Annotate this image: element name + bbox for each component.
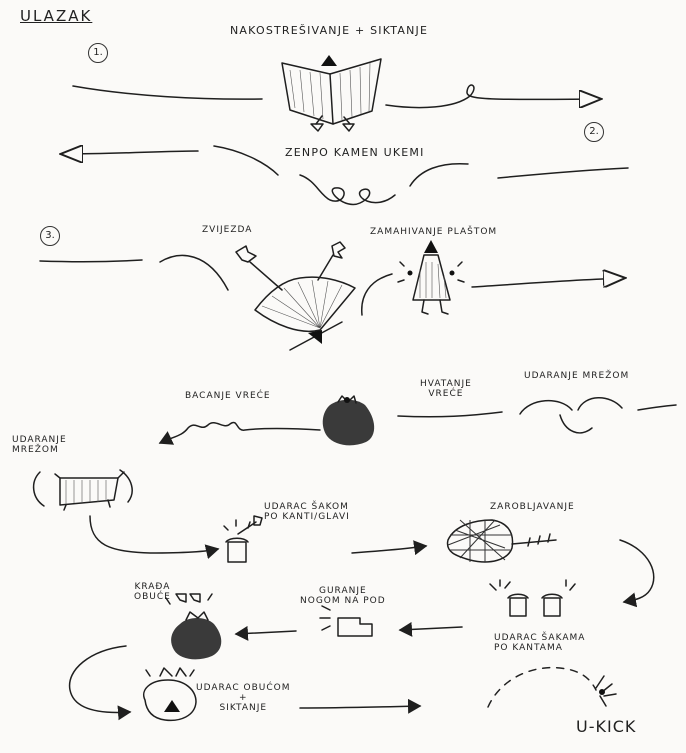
label-zvijezda: ZVIJEZDA (202, 225, 253, 235)
label-udarac-sakom: UDARAC ŠAKOM PO KANTI/GLAVI (264, 502, 350, 522)
label-zenpo: ZENPO KAMEN UKEMI (285, 146, 425, 159)
capture-net (446, 519, 557, 563)
sack-1 (322, 395, 375, 446)
page-title: ULAZAK (20, 7, 93, 25)
label-nakostresivanje: NAKOSTREŠIVANJE + SIKTANJE (230, 24, 429, 37)
step-number-1: 1. (88, 43, 108, 63)
shoe-hit (143, 667, 197, 722)
bucket-1 (223, 515, 263, 563)
label-udarac-obucom: UDARAC OBUĆOM + SIKTANJE (196, 683, 291, 713)
net-swing-1 (519, 397, 623, 434)
row3-line-b (159, 254, 229, 291)
row4-line-end (637, 404, 677, 411)
arrow-tub-to-bucket (89, 515, 220, 560)
label-krada: KRAĐA OBUĆE (134, 582, 171, 602)
label-hvatanje: HVATANJE VREĆE (420, 379, 472, 399)
row3-line-a (39, 259, 143, 263)
label-udaranje-left: UDARANJE MREŽOM (12, 435, 67, 455)
label-guranje: GURANJE NOGOM NA POD (300, 586, 386, 606)
label-bacanje: BACANJE VREĆE (185, 391, 271, 401)
label-udaranje-top: UDARANJE MREŽOM (524, 371, 630, 381)
row2-loops (299, 174, 396, 206)
row2-line-a (213, 145, 279, 176)
arrow-buckets-to-kick (398, 621, 463, 637)
arrow-shoe-to-ukick (299, 698, 422, 714)
step-number-3: 3. (40, 226, 60, 246)
sack-2 (165, 593, 222, 660)
label-zamahivanje: ZAMAHIVANJE PLAŠTOM (370, 227, 498, 237)
two-buckets (489, 579, 576, 617)
cloak-figure (397, 240, 465, 315)
push-floor (319, 605, 373, 637)
foot-figure (595, 675, 617, 707)
row2-line-b (409, 162, 469, 187)
arrow-push-to-sack (234, 625, 297, 641)
row2-line-c (497, 167, 629, 179)
arrow-curve-right (619, 539, 655, 608)
arrow-bucket-to-net (351, 540, 428, 556)
arrow-sack-to-shoe (68, 645, 132, 721)
label-ukick: U-KICK (576, 717, 637, 736)
fan-creature-1 (281, 55, 382, 132)
net-tub (32, 469, 133, 511)
row4-line-right (397, 411, 503, 418)
row4-arrow-left (158, 421, 321, 445)
ukick-trajectory (487, 666, 597, 708)
step-number-2: 2. (584, 122, 604, 142)
label-zarobljavanje: ZAROBLJAVANJE (490, 502, 575, 512)
row2-arrow-left (62, 151, 199, 154)
row3-arrow-right (471, 278, 624, 287)
fan-creature-2 (235, 241, 356, 351)
row1-line-left (72, 85, 263, 100)
label-udarac-sakama: UDARAC ŠAKAMA PO KANTAMA (494, 633, 586, 653)
row3-line-c (361, 273, 393, 316)
row1-loop-arrow (385, 84, 600, 109)
